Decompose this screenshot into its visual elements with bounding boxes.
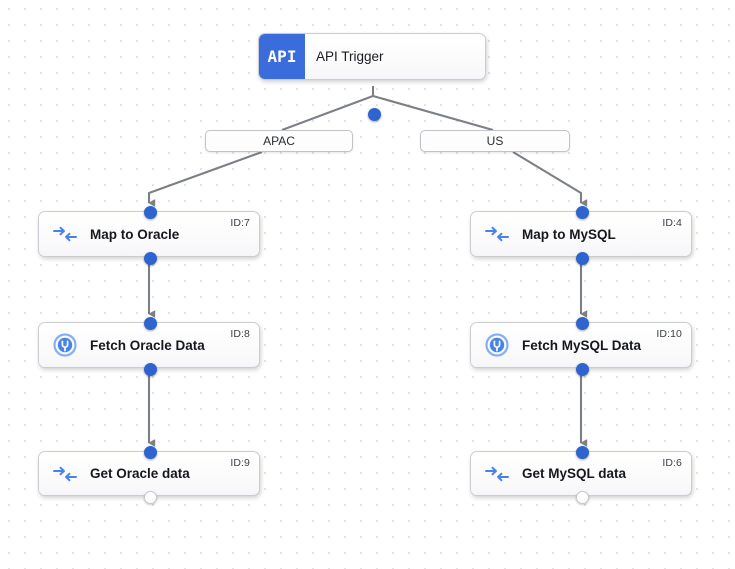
node-output-port-open[interactable] [143,490,157,504]
node-input-port[interactable] [143,205,157,219]
node-title: API Trigger [316,49,384,64]
node-id-label: ID:6 [662,457,682,469]
node-title: Fetch MySQL Data [522,337,642,353]
node-id-label: ID:10 [656,328,682,340]
edge-trigger-to-us [372,94,494,132]
node-input-port[interactable] [575,445,589,459]
node-output-port[interactable] [143,362,157,376]
node-id-label: ID:4 [662,217,682,229]
node-title: Map to MySQL [522,226,616,242]
database-connector-icon [482,332,512,358]
node-id-label: ID:7 [230,217,250,229]
api-badge-icon: API [259,34,305,79]
map-arrows-icon [50,461,80,487]
branch-label-text: APAC [263,134,295,148]
branch-label-text: US [486,134,504,148]
node-id-label: ID:8 [230,328,250,340]
edge-apac-to-map-oracle [147,151,263,207]
branch-condition-apac[interactable]: APAC [205,130,353,152]
edge-us-to-map-mysql [512,151,588,207]
node-input-port[interactable] [143,445,157,459]
node-map-to-mysql[interactable]: Map to MySQL ID:4 [470,205,692,265]
node-api-trigger[interactable]: API API Trigger [258,33,486,121]
node-map-to-oracle[interactable]: Map to Oracle ID:7 [38,205,260,265]
trigger-output-port[interactable] [367,107,381,121]
node-id-label: ID:9 [230,457,250,469]
node-output-port[interactable] [575,251,589,265]
node-title: Fetch Oracle Data [90,337,205,353]
node-input-port[interactable] [575,316,589,330]
node-title: Get Oracle data [90,466,190,481]
branch-condition-us[interactable]: US [420,130,570,152]
node-input-port[interactable] [143,316,157,330]
map-arrows-icon [482,221,512,247]
node-title: Map to Oracle [90,226,180,242]
node-output-port[interactable] [143,251,157,265]
node-output-port[interactable] [575,362,589,376]
node-fetch-oracle-data[interactable]: Fetch Oracle Data ID:8 [38,316,260,376]
map-arrows-icon [50,221,80,247]
node-input-port[interactable] [575,205,589,219]
database-connector-icon [50,332,80,358]
map-arrows-icon [482,461,512,487]
node-title: Get MySQL data [522,466,627,481]
edge-trigger-to-apac [281,95,374,131]
node-fetch-mysql-data[interactable]: Fetch MySQL Data ID:10 [470,316,692,376]
node-output-port-open[interactable] [575,490,589,504]
node-get-oracle-data[interactable]: Get Oracle data ID:9 [38,445,260,504]
node-get-mysql-data[interactable]: Get MySQL data ID:6 [470,445,692,504]
